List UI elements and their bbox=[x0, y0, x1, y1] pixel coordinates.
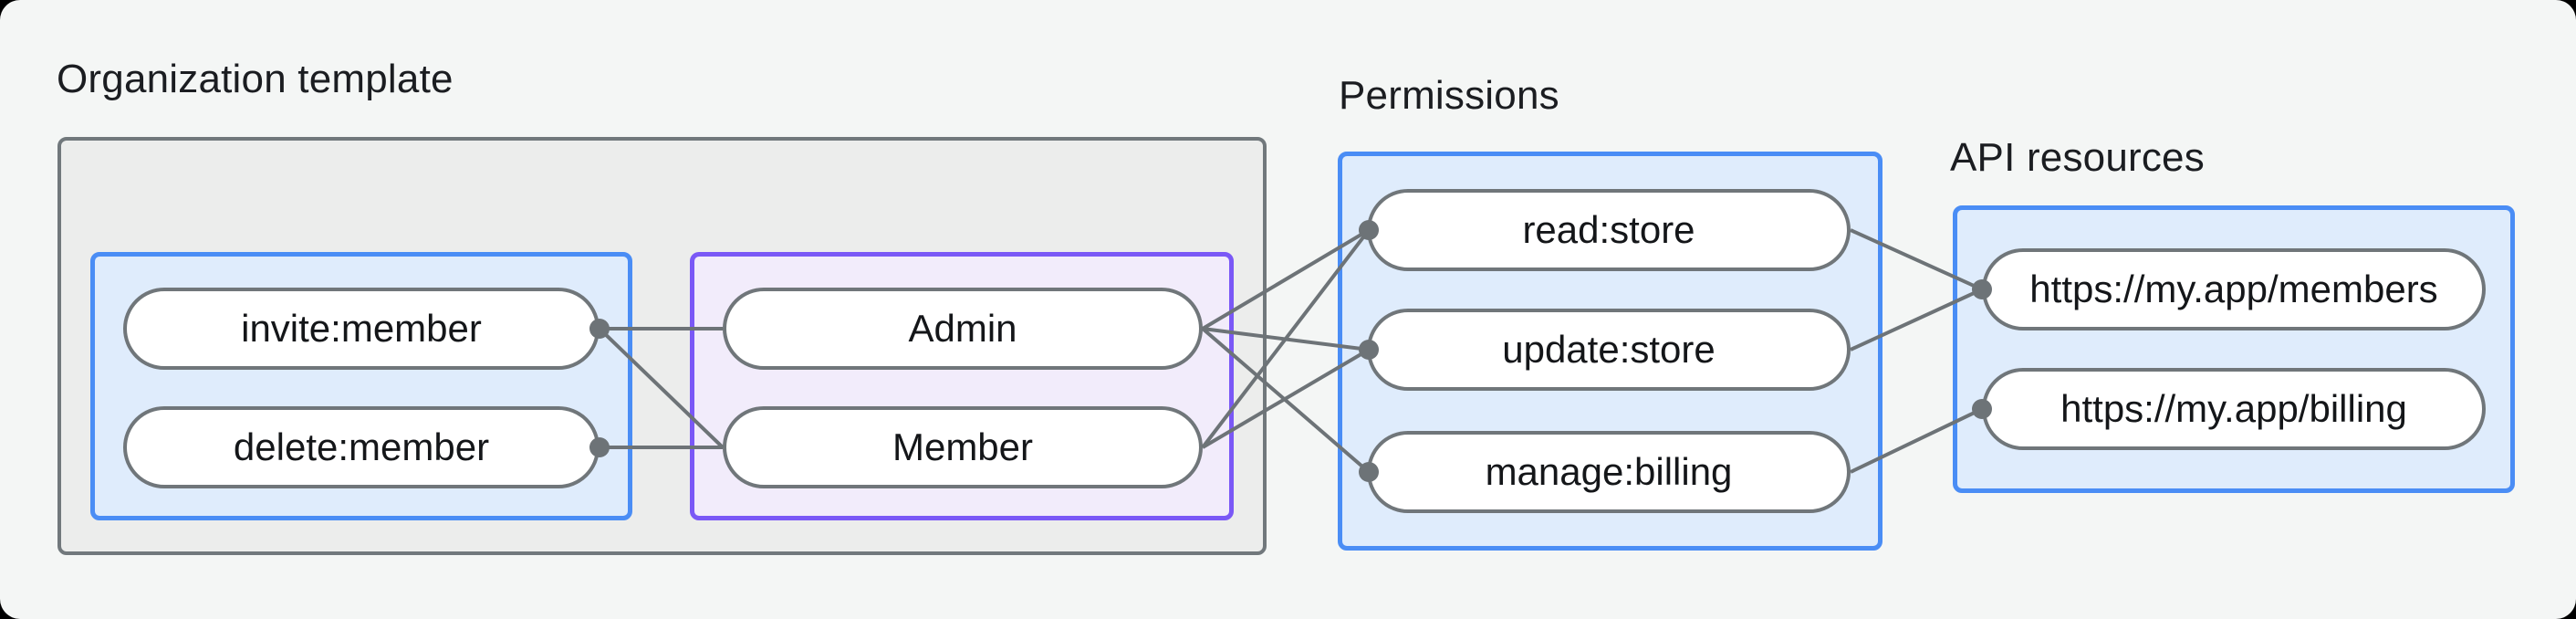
api-resources-label: API resources bbox=[1950, 135, 2205, 180]
node-my-app-billing-label: https://my.app/billing bbox=[2060, 387, 2407, 430]
node-update-store-label: update:store bbox=[1502, 328, 1716, 371]
node-read-store-label: read:store bbox=[1522, 208, 1695, 251]
node-my-app-members-label: https://my.app/members bbox=[2029, 268, 2438, 310]
node-manage-billing: manage:billing bbox=[1367, 431, 1851, 513]
permissions-label: Permissions bbox=[1339, 73, 1559, 118]
node-update-store: update:store bbox=[1367, 309, 1851, 391]
node-invite-member-label: invite:member bbox=[241, 307, 482, 350]
node-invite-member: invite:member bbox=[123, 288, 600, 370]
node-delete-member-label: delete:member bbox=[233, 425, 490, 468]
node-member: Member bbox=[723, 406, 1203, 488]
org-template-title: Organization template bbox=[57, 57, 454, 101]
node-admin-label: Admin bbox=[908, 307, 1017, 350]
node-my-app-billing: https://my.app/billing bbox=[1982, 368, 2486, 450]
node-read-store: read:store bbox=[1367, 189, 1851, 271]
node-my-app-members: https://my.app/members bbox=[1982, 248, 2486, 330]
node-member-label: Member bbox=[892, 425, 1034, 468]
node-manage-billing-label: manage:billing bbox=[1485, 450, 1733, 493]
node-delete-member: delete:member bbox=[123, 406, 600, 488]
node-admin: Admin bbox=[723, 288, 1203, 370]
